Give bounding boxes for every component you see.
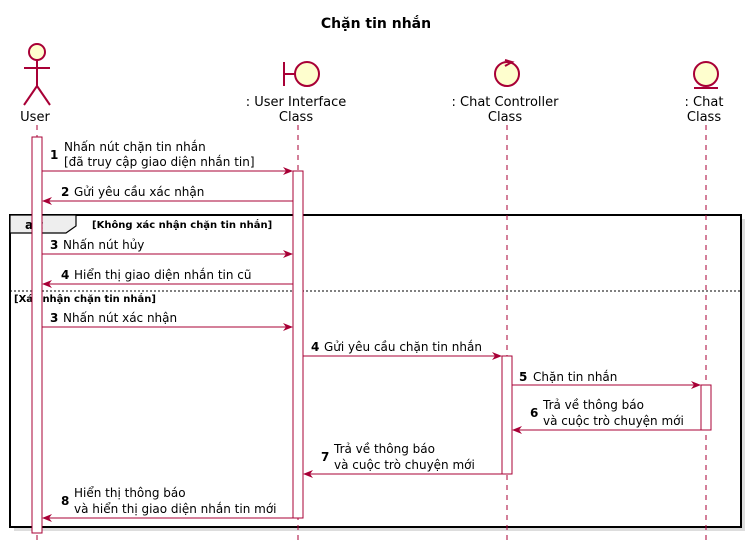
alt-guard-2: [Xác nhận chặn tin nhắn]: [14, 292, 156, 305]
message-8-text-1: Hiển thị thông báo: [74, 486, 186, 500]
activation-user: [31, 136, 43, 534]
message-3a-number: 3: [50, 238, 58, 252]
participant-ui: : User Interface Class: [246, 61, 346, 125]
message-2-number: 2: [61, 185, 69, 199]
message-8-number: 8: [61, 494, 69, 508]
message-2-text: Gửi yêu cầu xác nhận: [74, 185, 204, 199]
message-4a-number: 4: [61, 268, 69, 282]
participant-ui-label-1: : User Interface: [246, 95, 346, 110]
participant-ctrl-label-2: Class: [488, 110, 522, 125]
message-4b-number: 4: [311, 340, 319, 354]
activation-ctrl: [501, 355, 513, 475]
message-3b-text: Nhấn nút xác nhận: [63, 311, 177, 325]
message-1-text-2: [đã truy cập giao diện nhắn tin]: [64, 155, 255, 169]
message-1-number: 1: [50, 148, 58, 162]
message-5-number: 5: [519, 370, 527, 384]
message-1-text-1: Nhấn nút chặn tin nhắn: [64, 140, 206, 154]
message-3a-text: Nhấn nút hủy: [63, 238, 144, 252]
entity-icon: [693, 61, 719, 89]
participant-chat-label-1: : Chat: [685, 95, 724, 110]
activation-ui: [292, 170, 304, 519]
message-6-text-2: và cuộc trò chuyện mới: [543, 414, 684, 428]
message-4a-text: Hiển thị giao diện nhắn tin cũ: [74, 268, 251, 282]
participant-ctrl-label-1: : Chat Controller: [452, 95, 560, 110]
activations: [31, 136, 712, 534]
message-4b-text: Gửi yêu cầu chặn tin nhắn: [324, 340, 482, 354]
participant-user-label: User: [20, 110, 50, 125]
message-7-text-1: Trả về thông báo: [333, 442, 435, 456]
participant-chat-label-2: Class: [687, 110, 721, 125]
participant-ctrl: : Chat Controller Class: [452, 59, 560, 125]
messages: [42, 167, 701, 522]
message-5-text: Chặn tin nhắn: [533, 370, 617, 384]
diagram-title: Chặn tin nhắn: [321, 15, 431, 32]
message-8-text-2: và hiển thị giao diện nhắn tin mới: [74, 502, 277, 516]
alt-frame: alt [Không xác nhận chặn tin nhắn] [Xác …: [9, 214, 745, 531]
actor-icon: [23, 43, 51, 106]
activation-chat: [700, 384, 712, 431]
boundary-icon: [283, 61, 320, 87]
control-icon: [494, 59, 520, 87]
participant-chat: : Chat Class: [685, 61, 724, 125]
participant-ui-label-2: Class: [279, 110, 313, 125]
message-7-number: 7: [321, 450, 329, 464]
message-6-number: 6: [530, 406, 538, 420]
participant-user: User: [20, 43, 51, 125]
message-6-text-1: Trả về thông báo: [542, 398, 644, 412]
message-labels: 1 Nhấn nút chặn tin nhắn [đã truy cập gi…: [50, 140, 684, 516]
message-7-text-2: và cuộc trò chuyện mới: [334, 458, 475, 472]
message-3b-number: 3: [50, 311, 58, 325]
alt-guard-1: [Không xác nhận chặn tin nhắn]: [92, 218, 272, 231]
